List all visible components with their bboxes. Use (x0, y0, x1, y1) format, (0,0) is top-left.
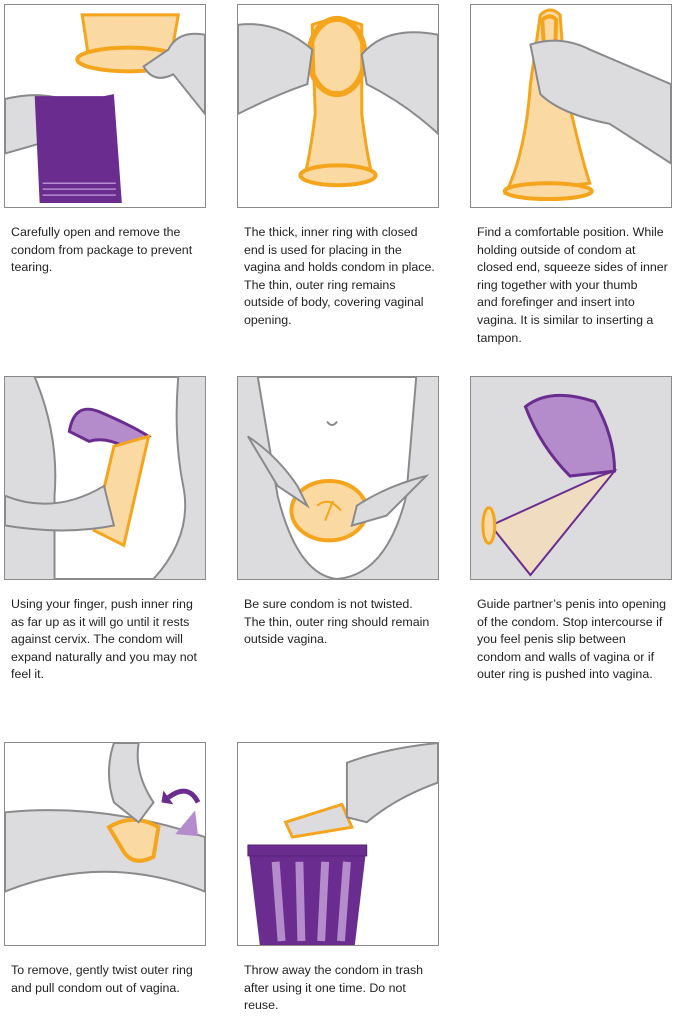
caption-line: Be sure condom is not twisted. (244, 597, 413, 611)
caption-line: reuse. (244, 998, 279, 1013)
caption-line: outer ring is pushed into vagina. (477, 667, 653, 682)
caption-line: expand naturally and you may not (11, 649, 197, 664)
caption-line: condom from package to prevent (11, 242, 193, 257)
caption-line: Throw away the condom in trash (244, 963, 424, 977)
caption-line: To remove, gently twist outer ring (11, 963, 193, 977)
caption-line: The thin, outer ring remains (244, 277, 396, 292)
step-5-illustration (237, 376, 439, 580)
caption-line: outside of body, covering vaginal (244, 295, 424, 310)
caption-line: vagina and holds condom in place. (244, 260, 435, 275)
caption-line: outside vagina. (244, 632, 328, 647)
step-7-illustration (4, 742, 206, 946)
caption-line: against cervix. The condom will (11, 632, 183, 647)
caption-line: and pull condom out of vagina. (11, 980, 180, 995)
step-1-caption: Carefully open and remove the condom from… (11, 224, 216, 277)
caption-line: tearing. (11, 260, 53, 275)
caption-line: opening. (244, 312, 292, 327)
step-2-caption: The thick, inner ring with closed end is … (244, 224, 449, 330)
step-2-illustration (237, 4, 439, 208)
caption-line: and forefinger and insert into (477, 295, 635, 310)
caption-line: The thin, outer ring should remain (244, 614, 430, 629)
step-6-illustration (470, 376, 672, 580)
caption-line: Carefully open and remove the (11, 225, 181, 239)
caption-line: ring together with your thumb (477, 277, 638, 292)
caption-line: The thick, inner ring with closed (244, 225, 418, 239)
caption-line: of the condom. Stop intercourse if (477, 614, 663, 629)
caption-line: end is used for placing in the (244, 242, 402, 257)
caption-line: as far up as it will go until it rests (11, 614, 190, 629)
caption-line: Guide partner’s penis into opening (477, 597, 666, 611)
caption-line: tampon. (477, 330, 522, 345)
caption-line: Using your finger, push inner ring (11, 597, 193, 611)
step-1-illustration (4, 4, 206, 208)
step-4-caption: Using your finger, push inner ring as far… (11, 596, 216, 684)
caption-line: condom and walls of vagina or if (477, 649, 655, 664)
step-6-caption: Guide partner’s penis into opening of the… (477, 596, 679, 684)
step-8-illustration (237, 742, 439, 946)
caption-line: vagina. It is similar to inserting a (477, 312, 654, 327)
step-7-caption: To remove, gently twist outer ring and pu… (11, 962, 216, 997)
caption-line: Find a comfortable position. While (477, 225, 664, 239)
step-8-caption: Throw away the condom in trash after usin… (244, 962, 449, 1015)
caption-line: closed end, squeeze sides of inner (477, 260, 668, 275)
step-3-illustration (470, 4, 672, 208)
caption-line: you feel penis slip between (477, 632, 626, 647)
step-5-caption: Be sure condom is not twisted. The thin, … (244, 596, 449, 649)
step-4-illustration (4, 376, 206, 580)
caption-line: holding outside of condom at (477, 242, 636, 257)
step-3-caption: Find a comfortable position. While holdin… (477, 224, 679, 347)
caption-line: after using it one time. Do not (244, 980, 406, 995)
caption-line: feel it. (11, 667, 45, 682)
